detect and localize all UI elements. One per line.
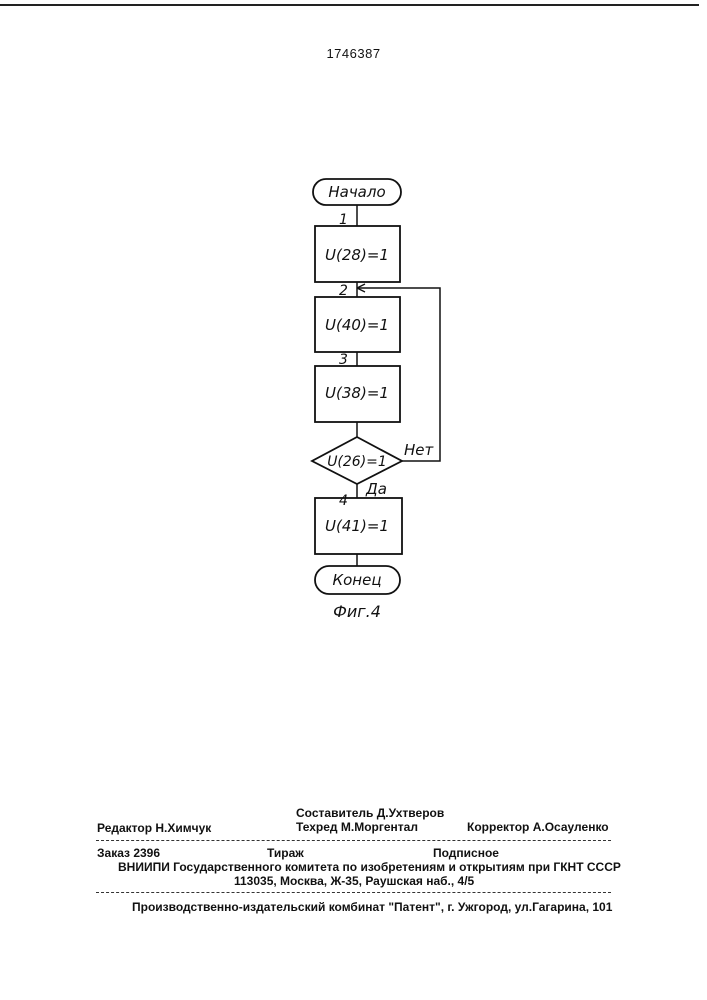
block-1-text: U(28)=1 — [325, 246, 389, 264]
editor: Редактор Н.Химчук — [97, 821, 211, 835]
order-number: Заказ 2396 — [97, 846, 160, 860]
vniipi-line: ВНИИПИ Государственного комитета по изоб… — [118, 860, 621, 874]
block-3-text: U(38)=1 — [325, 384, 389, 402]
decision-text: U(26)=1 — [327, 454, 387, 470]
end-label: Конец — [332, 571, 381, 589]
flowchart: Начало 1 U(28)=1 2 U(40)=1 3 U(38)=1 U(2… — [0, 0, 707, 640]
print-run: Тираж — [267, 846, 304, 860]
compiler: Составитель Д.Ухтверов — [296, 806, 444, 820]
decision-no-label: Нет — [404, 441, 435, 459]
divider-2 — [96, 892, 611, 893]
tech-editor: Техред М.Моргентал — [296, 820, 418, 834]
start-label: Начало — [328, 183, 385, 201]
corrector: Корректор А.Осауленко — [467, 820, 609, 834]
block-2-text: U(40)=1 — [325, 316, 389, 334]
block-4-number: 4 — [339, 493, 348, 509]
publisher-line: Производственно-издательский комбинат "П… — [132, 900, 612, 914]
address-line: 113035, Москва, Ж-35, Раушская наб., 4/5 — [234, 874, 474, 888]
no-loop-connector — [357, 288, 440, 461]
decision-yes-label: Да — [365, 480, 387, 498]
block-4-text: U(41)=1 — [325, 517, 389, 535]
figure-caption: Фиг.4 — [333, 602, 381, 621]
divider-1 — [96, 840, 611, 841]
subscription: Подписное — [433, 846, 499, 860]
